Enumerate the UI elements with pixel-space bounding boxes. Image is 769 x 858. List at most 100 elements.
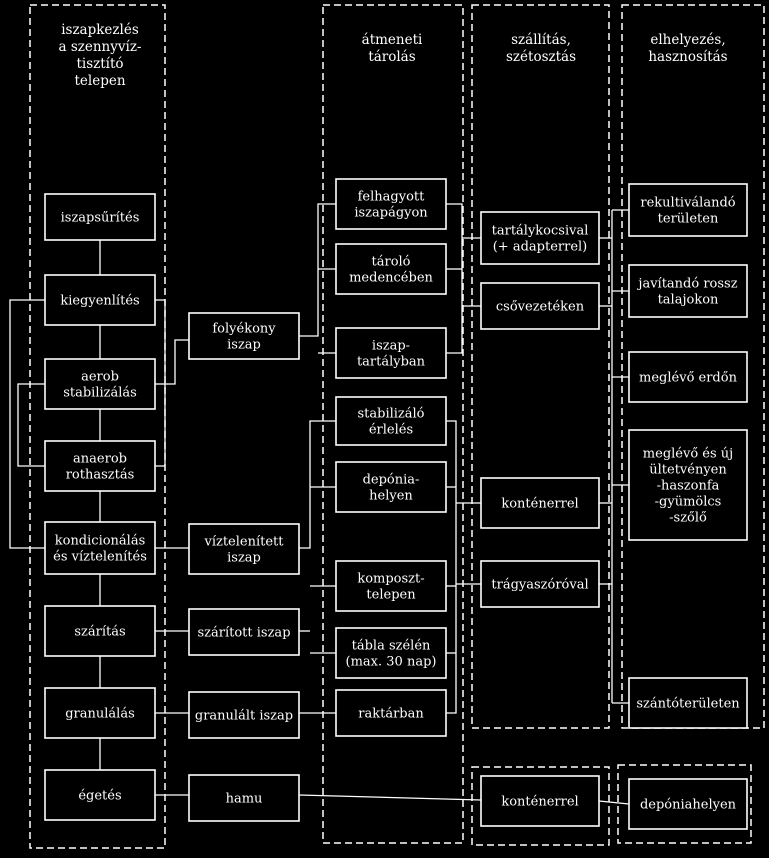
box-label: -gyümölcs: [655, 495, 722, 510]
column-title-line: tárolás: [368, 49, 415, 65]
column-frame: [471, 4, 610, 729]
box-border: [335, 627, 447, 679]
box-label: -haszonfa: [657, 479, 720, 494]
box-border: [628, 778, 748, 830]
column-frame: [471, 766, 610, 846]
transport-box: trágyaszóróval: [480, 560, 600, 608]
column-title-line: hasznosítás: [648, 49, 727, 65]
connector-line: [598, 800, 630, 805]
box-label: depónia-: [363, 473, 420, 488]
connector-line: [446, 203, 463, 354]
box-label: kiegyenlítés: [60, 294, 139, 309]
box-label: aerob: [81, 370, 119, 385]
box-label: granulált iszap: [195, 709, 293, 724]
column-frame: [322, 4, 464, 844]
column-title-line: szállítás,: [511, 32, 571, 48]
box-border: [44, 274, 156, 326]
box-border: [188, 774, 300, 822]
process-boxes: iszapsűrítéskiegyenlítésaerobstabilizálá…: [44, 178, 748, 830]
connector-lines: [9, 203, 630, 805]
box-label: iszap: [227, 551, 261, 566]
destinations-box: meglévő erdőn: [628, 351, 748, 403]
box-border: [44, 193, 156, 241]
treatment-box: kiegyenlítés: [44, 274, 156, 326]
box-label: tartályban: [357, 355, 426, 370]
storage-box: raktárban: [335, 689, 447, 737]
products-box: szárított iszap: [188, 608, 300, 656]
treatment-box: granulálás: [44, 687, 156, 739]
box-border: [480, 282, 600, 330]
box-label: tároló: [372, 255, 411, 270]
box-border: [628, 677, 748, 729]
treatment-box: szárítás: [44, 605, 156, 657]
connector-line: [299, 420, 336, 549]
box-label: érlelés: [369, 423, 413, 438]
column-title-line: átmeneti: [362, 32, 423, 48]
destinations-box: depóniahelyen: [628, 778, 748, 830]
box-border: [44, 769, 156, 821]
column-title-line: telepen: [74, 73, 125, 89]
treatment-box: iszapsűrítés: [44, 193, 156, 241]
box-label: területen: [658, 212, 719, 227]
box-label: iszap-: [372, 339, 410, 354]
transport-box: csővezetéken: [480, 282, 600, 330]
box-border: [628, 264, 748, 318]
transport-box: tartálykocsival(+ adapterrel): [480, 211, 600, 265]
box-label: anaerob: [73, 452, 127, 467]
box-label: medencében: [349, 271, 433, 286]
transport-box: konténerrel: [480, 775, 600, 827]
storage-box: komposzt-telepen: [335, 560, 447, 612]
box-label: felhagyott: [358, 190, 426, 205]
box-label: szárított iszap: [197, 626, 290, 641]
box-label: konténerrel: [501, 795, 578, 810]
treatment-box: égetés: [44, 769, 156, 821]
box-label: -szőlő: [669, 511, 707, 526]
products-box: hamu: [188, 774, 300, 822]
box-border: [44, 440, 156, 492]
box-border: [335, 243, 447, 295]
connector-line: [9, 299, 45, 549]
box-border: [188, 523, 300, 575]
box-label: víztelenített: [203, 535, 284, 550]
box-border: [335, 396, 447, 446]
column-frame: [617, 764, 752, 844]
connector-line: [17, 383, 45, 467]
column-title-line: tisztító: [76, 56, 123, 72]
box-label: égetés: [78, 789, 121, 804]
products-box: granulált iszap: [188, 691, 300, 739]
box-border: [44, 521, 156, 575]
box-border: [480, 775, 600, 827]
box-label: komposzt-: [357, 572, 424, 587]
box-label: meglévő erdőn: [639, 371, 738, 386]
box-border: [335, 461, 447, 513]
box-border: [335, 327, 447, 379]
box-label: rekultiválandó: [640, 196, 735, 211]
box-label: talajokon: [658, 293, 719, 308]
column-title-line: elhelyezés,: [650, 32, 725, 48]
storage-box: depónia-helyen: [335, 461, 447, 513]
box-border: [628, 351, 748, 403]
box-border: [335, 689, 447, 737]
box-label: és víztelenítés: [53, 550, 147, 565]
box-label: tábla szélén: [352, 639, 431, 654]
connector-line: [298, 794, 482, 801]
box-label: telepen: [366, 588, 416, 603]
box-border: [480, 211, 600, 265]
box-label: meglévő és új: [643, 447, 733, 462]
column-title-line: iszapkezlés: [61, 22, 139, 38]
box-border: [480, 477, 600, 529]
box-label: ültetvényen: [649, 463, 727, 478]
storage-box: tábla szélén(max. 30 nap): [335, 627, 447, 679]
connector-line: [165, 339, 189, 385]
connector-line: [299, 203, 336, 337]
box-label: iszapágyon: [354, 206, 428, 221]
box-label: konténerrel: [501, 497, 578, 512]
box-label: stabilizáló: [357, 407, 424, 422]
